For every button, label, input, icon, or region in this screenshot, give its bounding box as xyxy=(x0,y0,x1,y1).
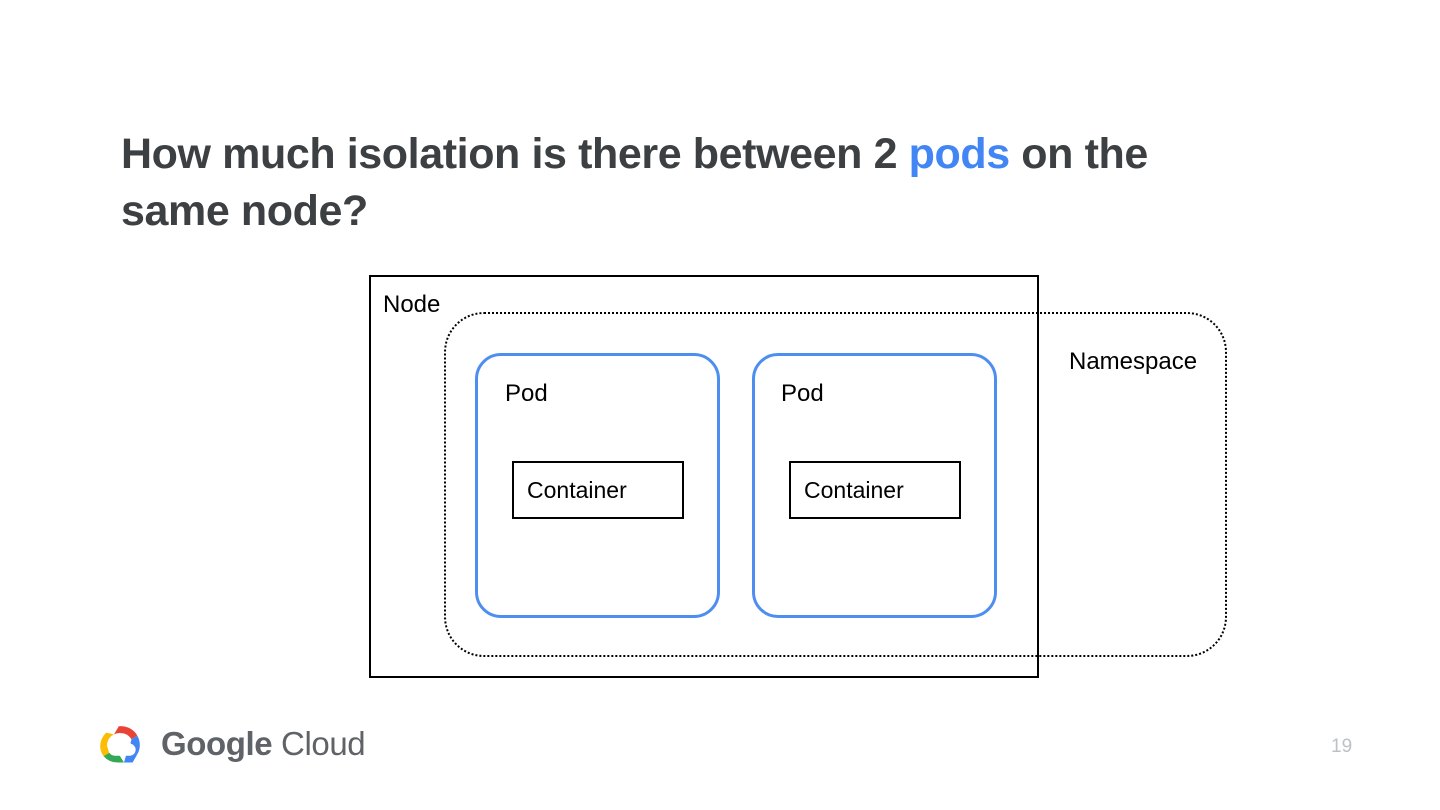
node-label: Node xyxy=(383,291,441,318)
pod-label: Pod xyxy=(505,380,548,407)
google-cloud-mark-icon xyxy=(100,726,140,763)
page-number: 19 xyxy=(1331,736,1353,757)
title-accent-pods: pods xyxy=(908,130,1011,178)
container-box: Container xyxy=(789,461,961,519)
node-box xyxy=(369,275,1039,678)
google-cloud-logo: Google Cloud xyxy=(95,723,366,765)
pod-box xyxy=(475,353,720,618)
container-box: Container xyxy=(512,461,684,519)
pod-label: Pod xyxy=(781,380,824,407)
container-label: Container xyxy=(804,477,904,503)
page-title: How much isolation is there between 2 po… xyxy=(121,126,1241,240)
namespace-boundary xyxy=(444,312,1227,657)
google-cloud-wordmark: Google Cloud xyxy=(161,724,366,764)
container-label: Container xyxy=(527,477,627,503)
namespace-label: Namespace xyxy=(1069,348,1198,375)
brand-google-text: Google xyxy=(161,725,273,762)
brand-cloud-text: Cloud xyxy=(272,725,366,762)
title-text-part1: How much isolation is there between 2 xyxy=(121,130,909,178)
title-text-part2: on the same node? xyxy=(121,130,1148,235)
pod-box xyxy=(752,353,997,618)
